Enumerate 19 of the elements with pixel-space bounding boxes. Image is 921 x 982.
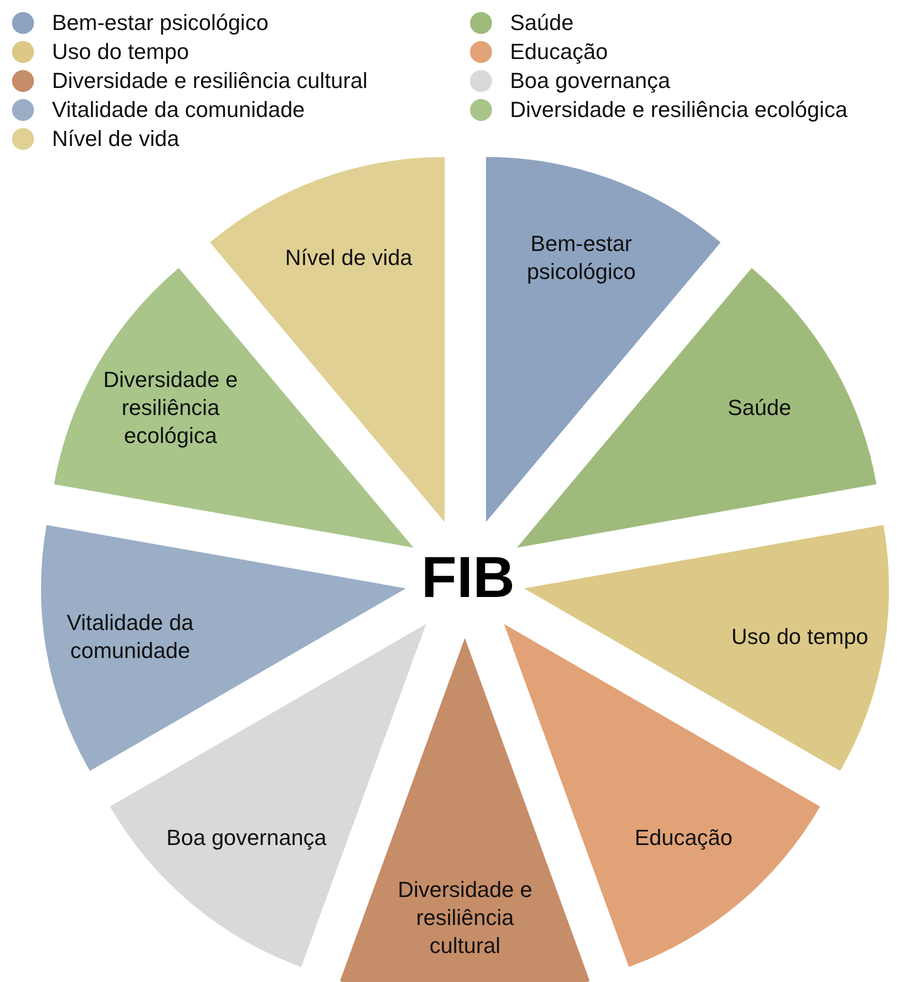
legend-label: Nível de vida [52,126,180,152]
legend-label: Uso do tempo [52,39,189,65]
legend-label: Saúde [510,10,574,36]
sector-label: Educação [634,824,734,852]
legend-label: Bem-estar psicológico [52,10,268,36]
legend-label: Vitalidade da comunidade [52,97,305,123]
legend-label: Diversidade e resiliência cultural [52,68,368,94]
legend-label: Diversidade e resiliência ecológica [510,97,848,123]
sector-label: Uso do tempo [730,623,870,652]
legend-label: Educação [510,39,608,65]
sector-label: Boa governança [165,824,328,852]
sector-label: Saúde [726,394,792,422]
sector-label: Vitalidade da comunidade [66,609,195,666]
legend-label: Boa governança [510,68,670,94]
sector-label: Diversidade e resiliência ecológica [102,366,239,450]
sector-label: Diversidade e resiliência cultural [396,876,534,960]
sector-label: Bem-estar psicológico [526,230,637,286]
center-title: FIB [421,546,515,610]
sector-label: Nível de vida [284,244,414,272]
